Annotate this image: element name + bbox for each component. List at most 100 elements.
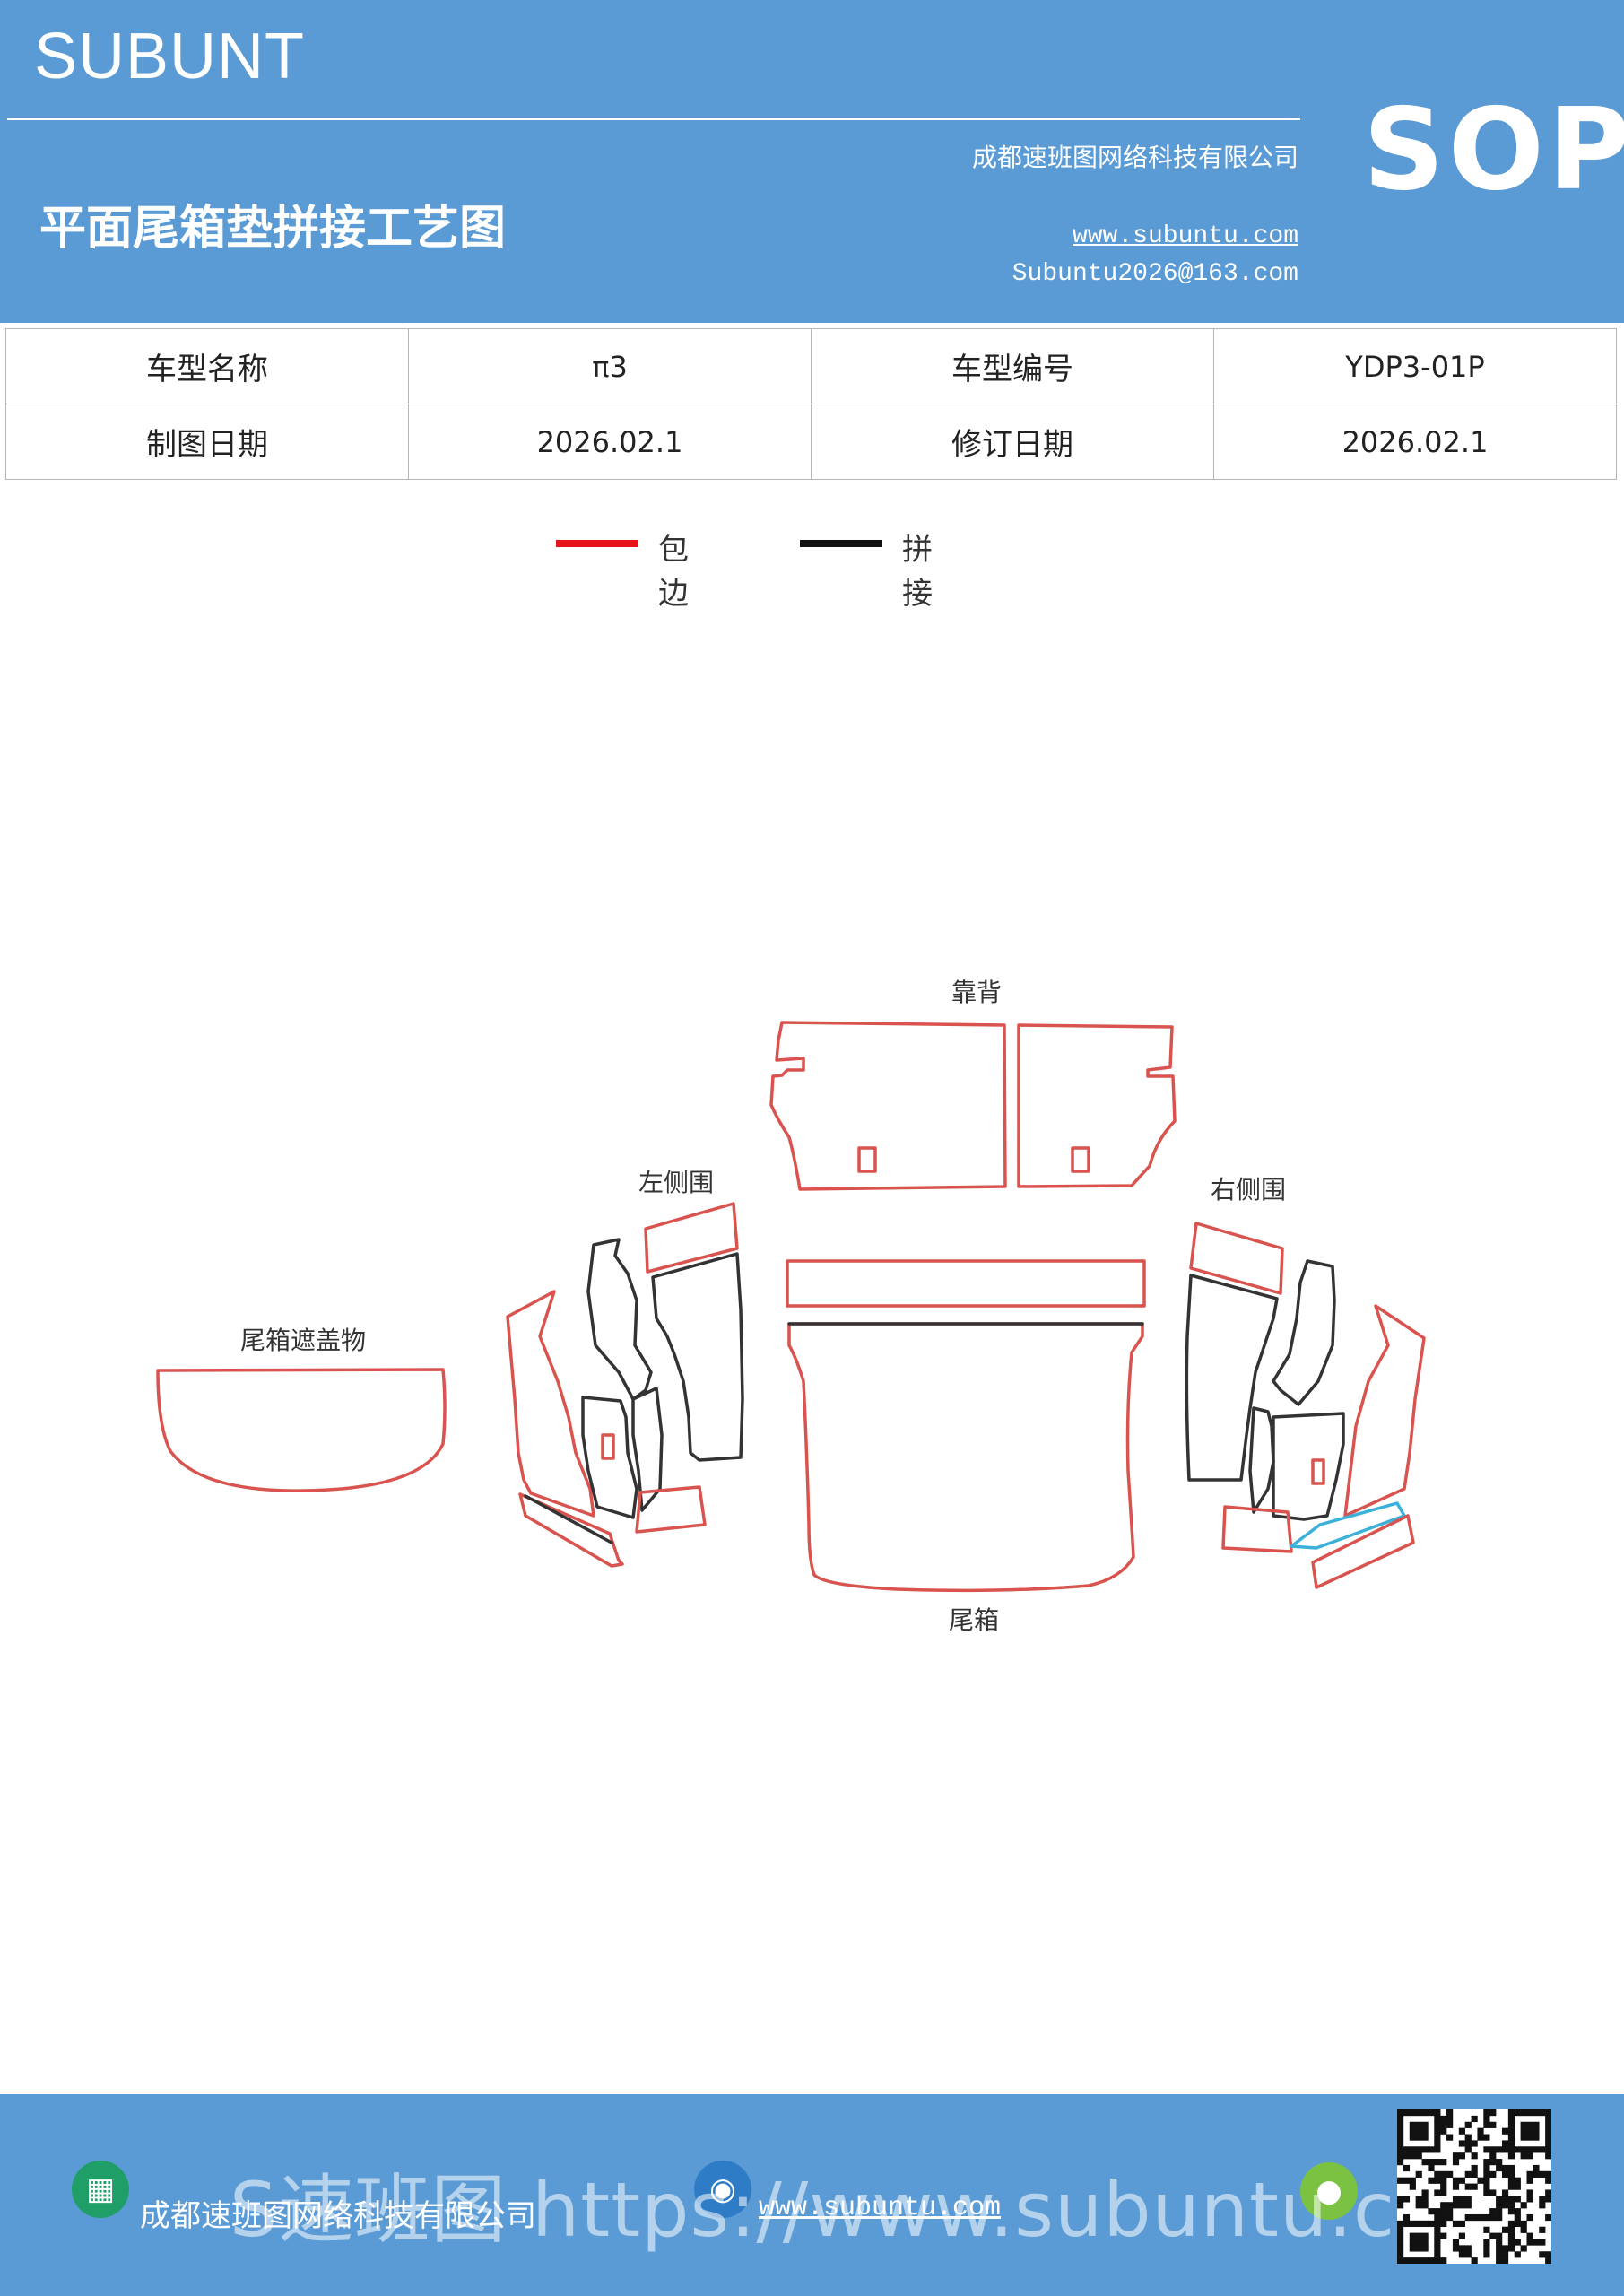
qr-module [1458,2232,1465,2239]
footer-website-link[interactable]: www.subuntu.com [759,2193,1002,2223]
qr-module [1458,2220,1465,2228]
qr-module [1545,2213,1552,2222]
qr-module [1397,2226,1404,2233]
qr-module [1415,2127,1422,2135]
qr-module [1403,2220,1411,2228]
qr-module [1397,2159,1404,2166]
backrest-label: 靠背 [951,978,1002,1007]
qr-module [1533,2239,1540,2246]
qr-module [1421,2245,1429,2252]
qr-module [1507,2109,1515,2117]
qr-module [1520,2121,1527,2128]
qr-module [1526,2189,1533,2196]
qr-module [1434,2140,1441,2147]
qr-module [1464,2213,1472,2222]
left-side-inner-panel-c [631,1387,664,1512]
qr-module [1428,2164,1435,2172]
qr-module [1496,2159,1503,2166]
qr-module [1496,2146,1503,2153]
qr-module [1421,2202,1429,2209]
qr-module [1483,2226,1490,2233]
qr-module [1501,2226,1509,2233]
qr-module [1507,2208,1515,2215]
qr-module [1471,2164,1478,2172]
qr-module [1539,2202,1546,2209]
qr-module [1403,2109,1411,2117]
qr-module [1434,2146,1441,2153]
qr-module [1533,2109,1540,2117]
qr-module [1415,2170,1422,2178]
qr-module [1397,2109,1404,2117]
footer-watermark: S速班图 https://www.subuntu.com [230,2166,1517,2254]
qr-module [1452,2159,1460,2166]
website-link[interactable]: www.subuntu.com [1072,222,1298,250]
qr-module [1409,2177,1416,2184]
qr-module [1434,2115,1441,2123]
qr-module [1434,2159,1441,2166]
model-name-label: 车型名称 [5,328,409,404]
qr-module [1409,2127,1416,2135]
qr-module [1397,2152,1404,2160]
qr-module [1440,2121,1447,2128]
qr-module [1507,2121,1515,2128]
qr-module [1501,2189,1509,2196]
qr-module [1520,2226,1527,2233]
qr-module [1415,2152,1422,2160]
page-header: SUBUNT 平面尾箱垫拼接工艺图 成都速班图网络科技有限公司 www.subu… [0,0,1624,323]
qr-module [1434,2257,1441,2265]
qr-module [1489,2121,1497,2128]
qr-module [1520,2220,1527,2228]
email-address: Subuntu2026@163.com [1012,260,1298,288]
qr-module [1496,2202,1503,2209]
qr-module [1428,2177,1435,2184]
qr-module [1526,2127,1533,2135]
qr-module [1483,2245,1490,2252]
qr-module [1539,2196,1546,2203]
qr-module [1452,2196,1460,2203]
qr-module [1421,2220,1429,2228]
revision-date-value: 2026.02.1 [1213,404,1617,480]
qr-code-icon[interactable] [1397,2109,1552,2265]
qr-module [1415,2257,1422,2265]
right-side-slot [1311,1458,1325,1485]
qr-module [1501,2257,1509,2265]
qr-module [1545,2109,1552,2117]
qr-module [1446,2202,1454,2209]
legend-swatch-edging [556,540,638,547]
qr-module [1464,2140,1472,2147]
right-side-lower-panel [1221,1505,1293,1553]
qr-module [1397,2202,1404,2209]
qr-module [1496,2257,1503,2265]
qr-module [1421,2127,1429,2135]
qr-module [1507,2226,1515,2233]
qr-module [1501,2245,1509,2252]
qr-module [1409,2232,1416,2239]
qr-module [1514,2109,1521,2117]
qr-module [1421,2121,1429,2128]
drawing-date-value: 2026.02.1 [408,404,812,480]
qr-module [1434,2220,1441,2228]
qr-module [1421,2159,1429,2166]
qr-module [1496,2232,1503,2239]
qr-module [1514,2213,1521,2222]
qr-module [1483,2170,1490,2178]
qr-module [1434,2208,1441,2215]
qr-module [1471,2152,1478,2160]
model-code-label: 车型编号 [811,328,1214,404]
qr-module [1545,2257,1552,2265]
qr-module [1464,2170,1472,2178]
qr-module [1526,2232,1533,2239]
qr-module [1514,2183,1521,2190]
qr-module [1539,2239,1546,2246]
qr-module [1434,2170,1441,2178]
globe-icon: ◉ [694,2161,751,2218]
qr-module [1471,2140,1478,2147]
qr-module [1489,2213,1497,2222]
qr-module [1507,2183,1515,2190]
qr-module [1440,2220,1447,2228]
backrest-left-slot [857,1146,877,1173]
qr-module [1483,2183,1490,2190]
qr-module [1483,2177,1490,2184]
qr-module [1539,2109,1546,2117]
